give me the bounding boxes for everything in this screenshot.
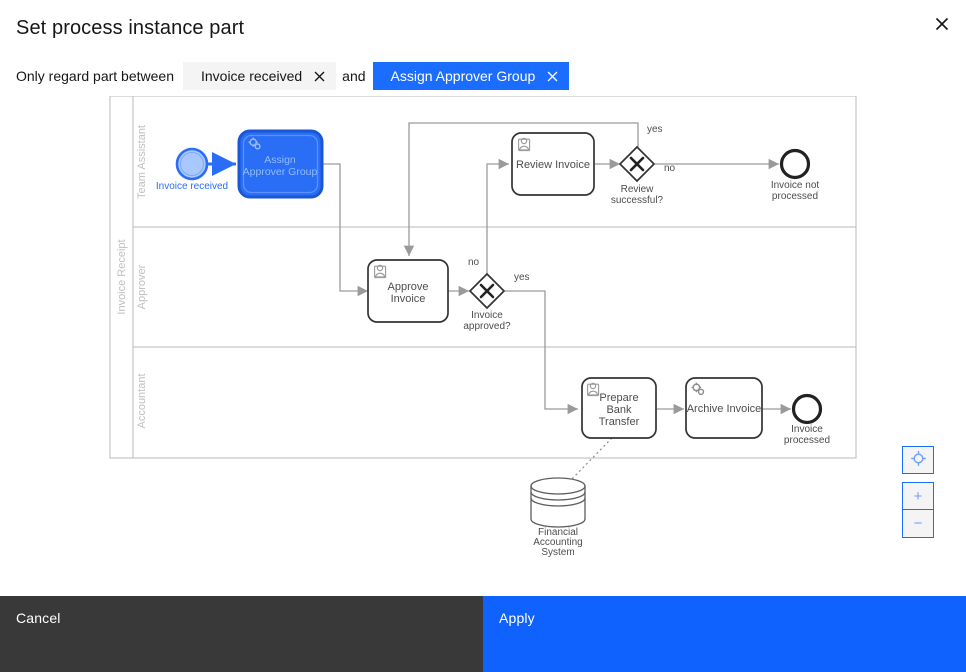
prepare-task-label-line3: Transfer [599,416,640,428]
lane-label-approver: Approver [136,264,148,309]
zoom-in-out-group: + − [902,482,934,538]
cancel-button[interactable]: Cancel [0,596,483,672]
bpmn-task-approve-invoice[interactable]: Approve Invoice [367,259,449,323]
data-store-icon [530,477,586,528]
chip-start-node-label: Invoice received [200,68,303,84]
bpmn-lane-team-assistant[interactable]: Team Assistant [133,125,856,228]
pool-label: Invoice Receipt [116,239,128,314]
prepare-task-label-line2: Bank [606,404,632,416]
modal-footer: Cancel Apply [0,596,966,672]
approve-task-label-line1: Approve [388,281,429,293]
bpmn-start-event-invoice-received[interactable]: Invoice received [156,147,228,192]
close-button[interactable] [918,0,966,48]
reset-zoom-button[interactable] [902,446,934,474]
end-event-not-processed-label-line1: Invoice not [771,180,820,191]
chip-start-node[interactable]: Invoice received [182,62,337,90]
approve-task-label-line2: Invoice [391,293,426,305]
user-task-icon [518,137,531,152]
zoom-in-button[interactable]: + [902,482,934,510]
review-task-label: Review Invoice [516,159,590,171]
bpmn-task-prepare-bank-transfer[interactable]: Prepare Bank Transfer [581,377,657,439]
lane-label-accountant: Accountant [136,373,148,428]
prepare-task-label-line1: Prepare [599,392,638,404]
archive-task-label: Archive Invoice [687,403,762,415]
assign-task-label-line1: Assign [264,154,296,166]
chip-end-node-label: Assign Approver Group [390,68,536,84]
data-store-label-line1: Financial [538,527,578,538]
gateway-review-label-line2: successful? [611,195,664,206]
bpmn-gateway-review-successful[interactable]: Review successful? [611,145,664,206]
page-title: Set process instance part [16,17,245,39]
flow-label-yes-review: yes [647,124,663,135]
bpmn-end-event-invoice-processed[interactable]: Invoice processed [784,393,830,447]
chip-start-node-remove-icon[interactable] [302,62,336,90]
zoom-out-button[interactable]: − [902,510,934,538]
gateway-review-label-line1: Review [621,184,655,195]
end-event-processed-label-line2: processed [784,435,830,446]
reset-zoom-icon [910,451,926,469]
close-icon [935,17,949,31]
assign-task-label-line2: Approver Group [243,166,318,178]
bpmn-task-review-invoice[interactable]: Review Invoice [511,132,595,196]
apply-button[interactable]: Apply [483,596,966,672]
bpmn-task-assign-approver-group[interactable]: Assign Approver Group [237,129,324,199]
end-event-processed-label-line1: Invoice [791,424,823,435]
selection-row: Only regard part between Invoice receive… [16,62,570,90]
service-task-icon [248,137,261,150]
sequence-flows [207,122,791,415]
data-store-label-line3: System [541,547,574,558]
lane-label-team-assistant: Team Assistant [136,125,148,199]
gateway-approved-label-line1: Invoice [471,310,503,321]
bpmn-canvas[interactable]: Invoice Receipt Team Assistant Approver … [0,96,966,596]
data-store-label-line2: Accounting [533,537,582,548]
gateway-approved-label-line2: approved? [463,321,511,332]
selection-middle-label: and [342,68,366,84]
selection-prefix-label: Only regard part between [16,68,174,84]
bpmn-lane-accountant[interactable]: Accountant [136,373,148,428]
bpmn-lane-approver[interactable]: Approver [133,264,856,348]
bpmn-end-event-invoice-not-processed[interactable]: Invoice not processed [771,148,820,203]
flow-label-no-review: no [664,163,676,174]
end-event-not-processed-label-line2: processed [772,191,818,202]
flow-label-yes-approved: yes [514,272,530,283]
data-association [569,437,613,482]
start-event-label-line1: Invoice received [156,181,228,192]
flow-label-no-approved: no [468,257,480,268]
chip-end-node-remove-icon[interactable] [535,62,569,90]
service-task-icon [691,382,705,396]
bpmn-gateway-invoice-approved[interactable]: Invoice approved? [463,272,511,332]
user-task-icon [587,382,600,397]
bpmn-data-store-financial-accounting-system[interactable]: Financial Accounting System [530,477,586,558]
user-task-icon [374,264,387,279]
bpmn-task-archive-invoice[interactable]: Archive Invoice [685,377,763,439]
zoom-controls: + − [902,446,934,538]
chip-end-node[interactable]: Assign Approver Group [372,62,570,90]
